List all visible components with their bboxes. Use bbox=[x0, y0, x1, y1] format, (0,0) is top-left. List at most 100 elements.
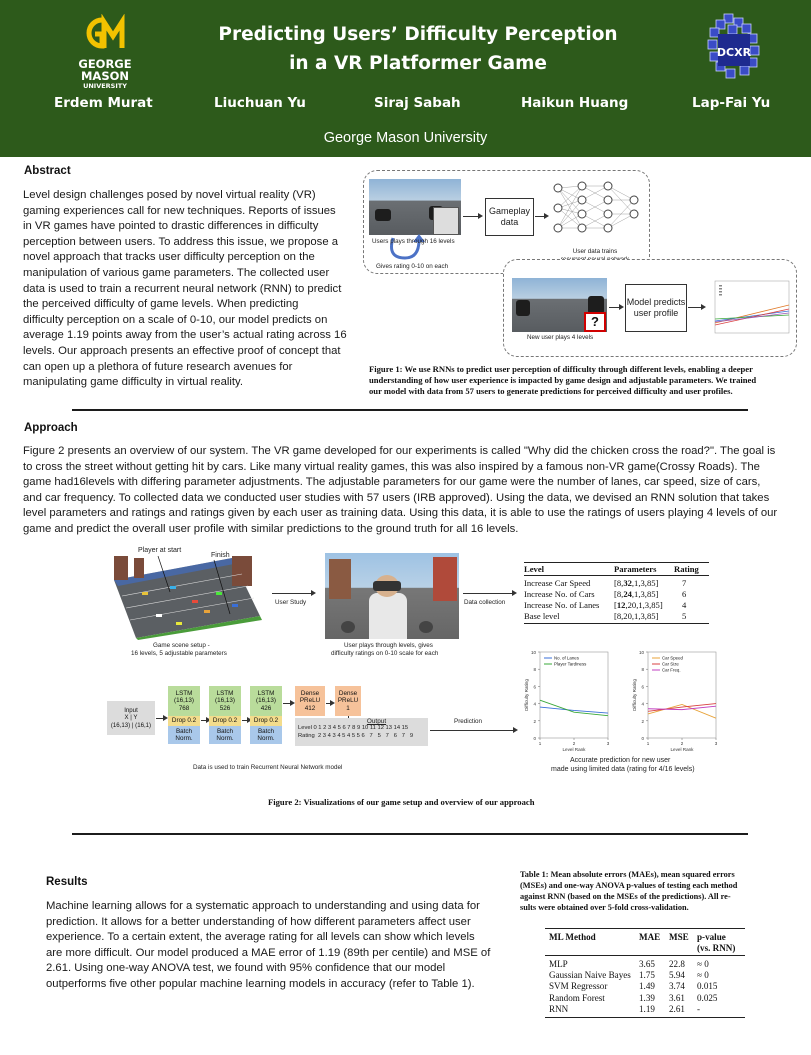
x-tick-label: 1 bbox=[539, 741, 542, 746]
legend-label: Player Tardiness bbox=[554, 662, 587, 667]
table-row: Increase No. of Cars [8,24,1,3,85] 6 bbox=[524, 589, 709, 600]
approach-heading: Approach bbox=[24, 422, 78, 434]
cell-p-value: ≈ 0 bbox=[697, 970, 709, 981]
cell-mse: 3.61 bbox=[669, 992, 685, 1003]
vr-caption-line2: difficulty ratings on 0-10 scale for eac… bbox=[331, 650, 439, 657]
cell-rating: 7 bbox=[682, 578, 687, 588]
cell-mse: 5.94 bbox=[669, 970, 685, 981]
caption-line: Table 1: Mean absolute errors (MAEs), me… bbox=[520, 870, 735, 879]
approach-line: level parameters and ratings and ratings… bbox=[23, 507, 778, 520]
plot-area bbox=[539, 651, 609, 739]
abstract-line: levels. Our approach presents an effecti… bbox=[23, 344, 341, 357]
series-line bbox=[539, 706, 609, 714]
cell-method: Gaussian Naive Bayes bbox=[549, 970, 631, 981]
question-mark-box: ? bbox=[584, 312, 606, 332]
table1-caption: Table 1: Mean absolute errors (MAEs), me… bbox=[520, 869, 790, 913]
gmu-mark-icon bbox=[86, 13, 125, 49]
poster-header: GEORGE MASON UNIVERSITY Predicting Users… bbox=[0, 0, 811, 157]
abstract-line: difficulty perception on a scale of 0-10… bbox=[23, 313, 328, 326]
gmu-name-line3: UNIVERSITY bbox=[83, 82, 127, 90]
divider-2 bbox=[72, 833, 748, 835]
cell-level: Increase No. of Lanes bbox=[524, 600, 600, 610]
results-line: 2.61. Using one-way ANOVA test, we found… bbox=[46, 962, 446, 975]
col-ml-method: ML Method bbox=[545, 928, 639, 956]
charts-caption-line2: made using limited data (rating for 4/16… bbox=[551, 766, 695, 773]
y-tick-label: 2 bbox=[641, 719, 644, 724]
results-text: Machine learning allows for a systematic… bbox=[46, 899, 506, 993]
neural-network-icon bbox=[553, 181, 639, 233]
cell-mae: 3.65 bbox=[639, 959, 655, 969]
col-p-value: p-value(vs. RNN) bbox=[697, 928, 745, 956]
cell-p-value: - bbox=[697, 1003, 745, 1019]
y-axis-label: Difficulty Rating bbox=[632, 679, 637, 711]
nn-caption: Data is used to train Recurrent Neural N… bbox=[193, 764, 343, 771]
scene-caption-line1: Game scene setup - bbox=[153, 642, 210, 649]
lstm-layer-1: LSTM(16,13)768 bbox=[168, 686, 200, 716]
x-tick-label: 2 bbox=[681, 741, 684, 746]
output-title: Output bbox=[366, 718, 387, 725]
legend-label: Car Size bbox=[662, 662, 679, 667]
series-line bbox=[539, 699, 609, 717]
y-tick-label: 10 bbox=[531, 650, 537, 655]
table-row: Increase No. of Lanes [12,20,1,3,85] 4 bbox=[524, 600, 709, 611]
cell-level: Base level bbox=[524, 611, 614, 624]
author-name: Lap-Fai Yu bbox=[692, 95, 771, 111]
dropout-3: Drop 0.2 bbox=[250, 716, 282, 726]
abstract-line: in VR games have pointed to drastic diff… bbox=[23, 220, 319, 233]
divider-1 bbox=[72, 409, 748, 411]
gameplay-data-box: Gameplay data bbox=[485, 198, 534, 236]
figure2-caption: Figure 2: Visualizations of our game set… bbox=[268, 797, 535, 807]
col-parameters: Parameters bbox=[614, 562, 674, 576]
lstm-layer-3: LSTM(16,13)426 bbox=[250, 686, 282, 716]
cell-method: SVM Regressor bbox=[549, 981, 608, 992]
label-player-at-start: Player at start bbox=[138, 547, 182, 554]
author-name: Haikun Huang bbox=[521, 95, 629, 111]
x-tick-label: 3 bbox=[715, 741, 718, 746]
caption-line: Figure 1: We use RNNs to predict user pe… bbox=[369, 364, 753, 374]
cell-p-value: ≈ 0 bbox=[697, 959, 709, 969]
affiliation: George Mason University bbox=[323, 130, 488, 146]
author-name: Erdem Murat bbox=[54, 95, 153, 111]
results-line: experience. To a certain extent, the ave… bbox=[46, 931, 475, 944]
series-line bbox=[647, 703, 717, 719]
results-line: prediction. It allows for a better under… bbox=[46, 915, 471, 928]
figure1-game-screenshot bbox=[369, 179, 461, 235]
author-name: Liuchuan Yu bbox=[214, 95, 306, 111]
abstract-line: manipulating game difficulty in virtual … bbox=[23, 376, 243, 389]
approach-line: to cross the street without getting hit … bbox=[23, 460, 760, 473]
gmu-name-line2: MASON bbox=[80, 68, 130, 83]
cell-rating: 4 bbox=[682, 600, 687, 610]
x-axis-label: Level Rank bbox=[671, 747, 695, 752]
abstract-line: data is used to train a recurrent neural… bbox=[23, 282, 342, 295]
legend-label: Car Speed bbox=[662, 656, 684, 661]
abstract-line: average 1.19 points away from the user’s… bbox=[23, 329, 347, 342]
y-tick-label: 6 bbox=[533, 684, 536, 689]
loop-arrow-icon bbox=[390, 234, 425, 260]
abstract-line: perception between users. To address thi… bbox=[23, 235, 339, 248]
abstract-line: manipulation of various game parameters.… bbox=[23, 266, 330, 279]
table-row: Increase Car Speed [8,32,1,3,85] 7 bbox=[524, 576, 709, 590]
col-mse: MSE bbox=[669, 928, 697, 956]
abstract-line: novel approach that tracks user difficul… bbox=[23, 251, 315, 264]
col-level: Level bbox=[524, 562, 614, 576]
figure1-label-new-user: New user plays 4 levels bbox=[527, 334, 594, 341]
output-level-row: Level 0 1 2 3 4 5 6 7 8 9 10 11 12 13 14… bbox=[298, 725, 409, 731]
cell-parameters: [8,24,1,3,85] bbox=[614, 589, 659, 599]
x-axis-label: Level Rank bbox=[563, 747, 587, 752]
cell-mse: 22.8 bbox=[669, 959, 685, 969]
results-line: Machine learning allows for a systematic… bbox=[46, 900, 480, 912]
cell-method: RNN bbox=[545, 1003, 639, 1019]
approach-line: game had16levels with differing paramete… bbox=[23, 476, 761, 489]
game-scene-3d-view bbox=[114, 556, 262, 640]
gmu-logo: GEORGE MASON UNIVERSITY bbox=[70, 13, 140, 90]
cell-mse: 3.74 bbox=[669, 981, 685, 992]
label-data-collection: Data collection bbox=[464, 599, 506, 606]
gmu-name-line1: GEORGE bbox=[78, 57, 132, 71]
cell-rating: 6 bbox=[682, 589, 687, 599]
y-tick-label: 4 bbox=[533, 702, 536, 707]
dcxr-logo-text: DCXR bbox=[717, 46, 752, 59]
